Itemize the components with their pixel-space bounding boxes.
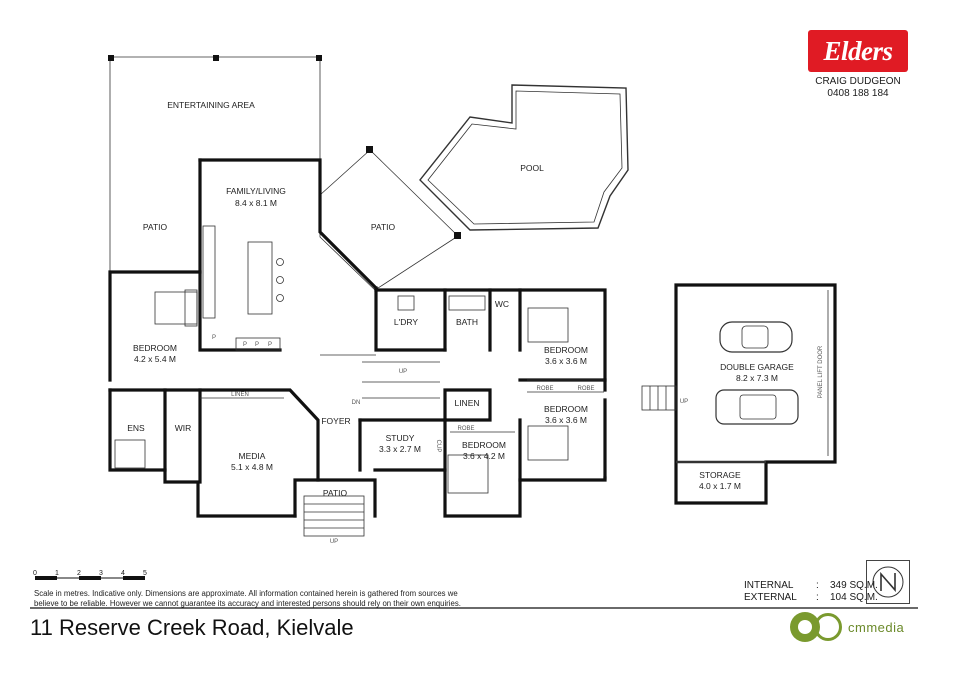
label-foyer: FOYER — [321, 416, 350, 426]
label-p-2: P — [243, 342, 247, 348]
label-robe-3: ROBE — [457, 426, 474, 432]
label-laundry: L'DRY — [394, 317, 418, 327]
size-storage: 4.0 x 1.7 M — [699, 481, 741, 491]
size-bedroom-4: 3.6 x 4.2 M — [463, 451, 505, 461]
interior-details — [114, 225, 604, 537]
cmmedia-dot-icon — [790, 612, 820, 642]
garage-walls — [641, 283, 837, 505]
car-icon — [715, 389, 799, 425]
agent-contact: CRAIG DUDGEON 0408 188 184 — [800, 76, 916, 100]
label-ensuite: ENS — [127, 423, 145, 433]
label-robe-1: ROBE — [536, 386, 553, 392]
label-dn: DN — [352, 400, 361, 406]
label-double-garage: DOUBLE GARAGE — [720, 362, 794, 372]
logo-text: Elders — [823, 35, 893, 66]
label-patio-front: PATIO — [323, 488, 348, 498]
label-media: MEDIA — [239, 451, 266, 461]
label-linen: LINEN — [454, 398, 479, 408]
label-pool: POOL — [520, 163, 544, 173]
label-study: STUDY — [386, 433, 415, 443]
size-bedroom-2: 3.6 x 3.6 M — [545, 356, 587, 366]
label-up-garage: UP — [680, 399, 688, 405]
label-linen-hall: LINEN — [231, 392, 249, 398]
label-p-3: P — [255, 342, 259, 348]
separator: : — [816, 580, 819, 591]
car-icon — [719, 321, 793, 353]
label-up-front: UP — [330, 539, 338, 545]
disclaimer-line: believe to be reliable. However we canno… — [34, 598, 461, 608]
label-p-4: P — [268, 342, 272, 348]
compass-icon — [866, 560, 910, 604]
label-robe-2: ROBE — [577, 386, 594, 392]
separator: : — [816, 592, 819, 603]
area-summary: INTERNAL : 349 SQ.M. EXTERNAL : 104 SQ.M… — [744, 580, 878, 604]
label-wc: WC — [495, 299, 509, 309]
scale-bar — [35, 576, 145, 580]
label-bedroom-2: BEDROOM — [544, 345, 588, 355]
cmmedia-logo: cmmedia — [790, 612, 904, 642]
internal-value: 349 SQ.M. — [830, 580, 878, 591]
label-bedroom-3: BEDROOM — [544, 404, 588, 414]
label-bath: BATH — [456, 317, 478, 327]
size-double-garage: 8.2 x 7.3 M — [736, 373, 778, 383]
label-main-bedroom: BEDROOM — [133, 343, 177, 353]
label-p-1: P — [212, 335, 216, 341]
size-media: 5.1 x 4.8 M — [231, 462, 273, 472]
label-patio-west: PATIO — [143, 222, 168, 232]
label-cup: CUP — [435, 440, 441, 453]
house-walls — [108, 158, 607, 518]
label-wir: WIR — [175, 423, 192, 433]
scale-tick: 0 — [33, 570, 37, 577]
size-family-living: 8.4 x 8.1 M — [235, 198, 277, 208]
elders-logo: Elders — [808, 30, 908, 72]
label-entertaining-area: ENTERTAINING AREA — [167, 100, 255, 110]
scale-tick: 2 — [77, 570, 81, 577]
scale-tick: 3 — [99, 570, 103, 577]
agent-name: CRAIG DUDGEON — [815, 76, 901, 87]
label-up-stairs: UP — [399, 369, 407, 375]
internal-label: INTERNAL — [744, 580, 794, 591]
agent-phone: 0408 188 184 — [827, 88, 889, 99]
cmmedia-text: cmmedia — [848, 619, 905, 635]
label-family-living: FAMILY/LIVING — [226, 186, 286, 196]
scale-tick: 1 — [55, 570, 59, 577]
label-storage: STORAGE — [699, 470, 741, 480]
scale-tick: 5 — [143, 570, 147, 577]
property-address: 11 Reserve Creek Road, Kielvale — [30, 615, 354, 640]
size-main-bedroom: 4.2 x 5.4 M — [134, 354, 176, 364]
label-patio-mid: PATIO — [371, 222, 396, 232]
patio-diamond-outline — [319, 149, 459, 291]
label-bedroom-4: BEDROOM — [462, 440, 506, 450]
size-bedroom-3: 3.6 x 3.6 M — [545, 415, 587, 425]
pool-outline — [419, 84, 629, 231]
scale-tick: 4 — [121, 570, 125, 577]
external-label: EXTERNAL — [744, 592, 797, 603]
size-study: 3.3 x 2.7 M — [379, 444, 421, 454]
label-panel-lift-door: PANEL LIFT DOOR — [818, 345, 824, 398]
external-value: 104 SQ.M. — [830, 592, 878, 603]
disclaimer-line: Scale in metres. Indicative only. Dimens… — [34, 589, 458, 598]
disclaimer: Scale in metres. Indicative only. Dimens… — [34, 589, 674, 608]
